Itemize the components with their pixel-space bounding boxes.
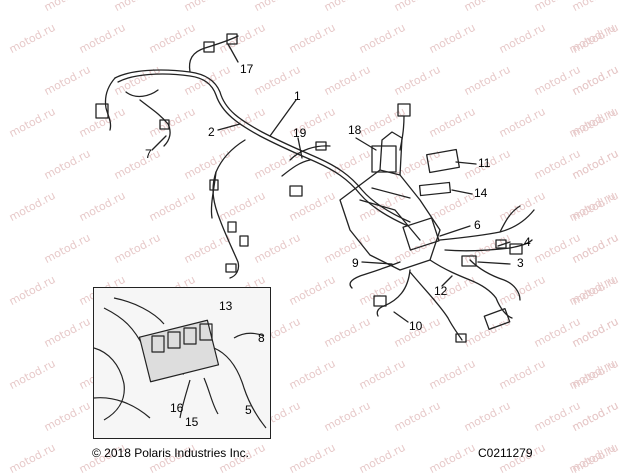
callout-12: 12 xyxy=(434,284,448,298)
harness-branch-upper-left xyxy=(188,35,239,73)
callout-9: 9 xyxy=(352,256,359,270)
callout-15: 15 xyxy=(185,415,199,429)
callout-16: 16 xyxy=(170,401,184,415)
callout-1: 1 xyxy=(294,89,301,103)
connector-lower-right xyxy=(483,308,511,330)
connector-upper-left xyxy=(95,103,109,119)
leader-line-17 xyxy=(227,43,239,63)
leader-line-12 xyxy=(441,275,453,287)
callout-18: 18 xyxy=(348,123,362,137)
figure-code: C0211279 xyxy=(478,446,533,460)
callout-10: 10 xyxy=(409,319,423,333)
relay-module-18 xyxy=(371,145,397,173)
leader-line-2 xyxy=(217,123,241,131)
leader-line-6 xyxy=(439,225,471,237)
fuse-box-6 xyxy=(402,217,440,251)
harness-branch-left-drop xyxy=(212,139,246,279)
copyright-text: © 2018 Polaris Industries Inc. xyxy=(92,446,249,460)
harness-branch-right xyxy=(439,209,535,241)
callout-11: 11 xyxy=(478,156,491,170)
callout-6: 6 xyxy=(474,218,481,232)
callout-5: 5 xyxy=(245,403,252,417)
callout-17: 17 xyxy=(240,62,254,76)
connector-top xyxy=(397,103,411,117)
leader-line-1 xyxy=(269,99,297,137)
leader-line-7 xyxy=(151,135,167,151)
module-11 xyxy=(426,148,460,174)
leader-line-10 xyxy=(393,311,409,323)
inset-illustration xyxy=(94,297,267,429)
callout-3: 3 xyxy=(517,256,524,270)
callout-13: 13 xyxy=(219,299,233,313)
leader-line-4 xyxy=(497,241,511,247)
leader-line-9 xyxy=(361,261,393,265)
clip-strip-14 xyxy=(418,181,452,197)
leader-line-11 xyxy=(455,161,477,165)
callout-4: 4 xyxy=(524,235,531,249)
inset-detail-view xyxy=(93,287,271,439)
leader-line-14 xyxy=(451,189,473,195)
leader-line-3 xyxy=(477,261,511,265)
harness-branch-9 xyxy=(349,261,401,289)
leader-line-18 xyxy=(355,137,377,151)
callout-14: 14 xyxy=(474,186,488,200)
callout-19: 19 xyxy=(293,126,307,140)
callout-8: 8 xyxy=(258,331,265,345)
callout-7: 7 xyxy=(145,147,152,161)
callout-2: 2 xyxy=(208,125,215,139)
leader-line-19 xyxy=(297,137,303,159)
